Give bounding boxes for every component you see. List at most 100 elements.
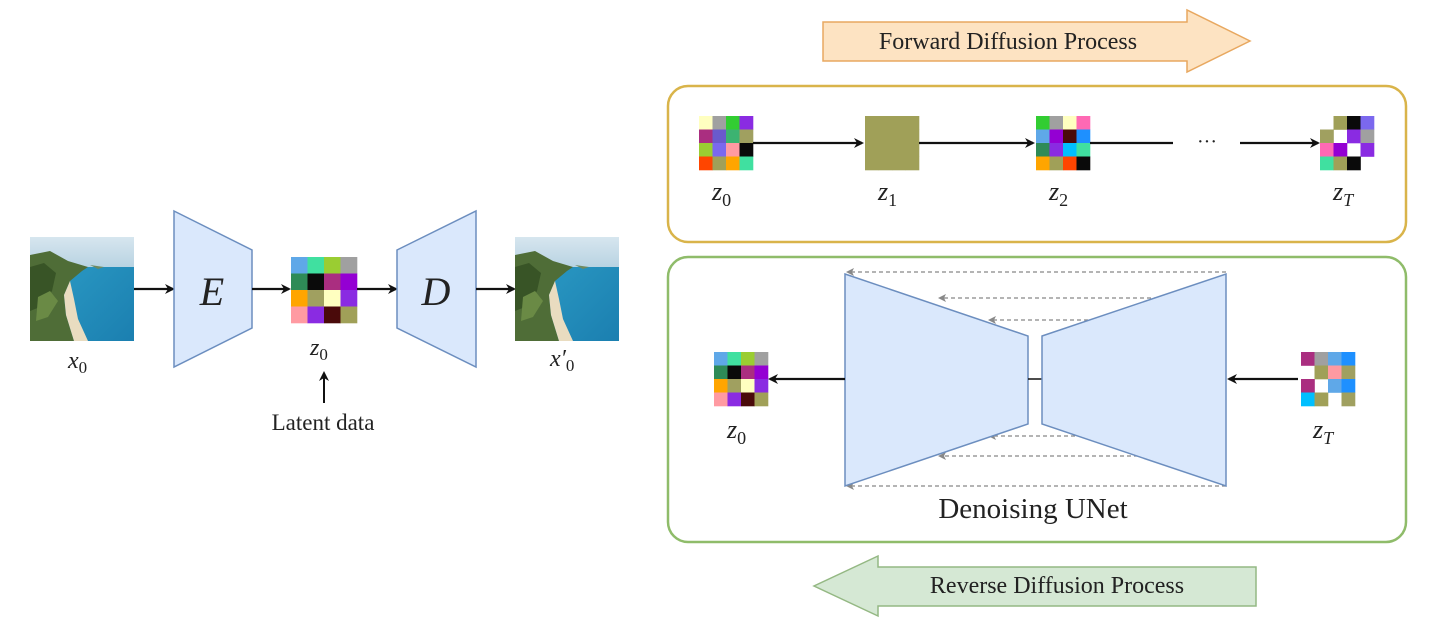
latent-cell xyxy=(307,273,325,291)
reverse-process-box xyxy=(666,255,1408,544)
reverse-process-label: Reverse Diffusion Process xyxy=(930,573,1184,599)
unet-encoder-half xyxy=(844,272,1029,488)
latent-cell xyxy=(1076,156,1091,171)
latent-cell xyxy=(739,156,754,171)
forward-grid-z0 xyxy=(699,116,754,171)
latent-cell xyxy=(878,156,893,171)
latent-cell xyxy=(1036,116,1050,130)
latent-cell xyxy=(1360,116,1375,130)
forward-label-zT: zT xyxy=(1332,177,1355,210)
latent-cell xyxy=(878,116,893,130)
latent-cell xyxy=(712,156,727,171)
latent-cell xyxy=(1320,129,1334,144)
latent-cell xyxy=(1360,129,1375,144)
latent-cell xyxy=(1341,352,1356,366)
latent-cell xyxy=(741,352,755,366)
latent-cell xyxy=(726,129,740,144)
forward-process-arrow xyxy=(822,8,1252,74)
latent-cell xyxy=(714,365,728,380)
latent-cell xyxy=(1036,143,1050,157)
latent-cell xyxy=(1049,129,1064,144)
reverse-process-arrow xyxy=(812,554,1257,618)
latent-cell xyxy=(726,116,740,130)
unet-label: Denoising UNet xyxy=(938,493,1127,525)
output-label: x′0 xyxy=(549,346,574,375)
decoder-trapezoid xyxy=(396,209,477,369)
latent-cell xyxy=(1328,379,1342,393)
latent-cell xyxy=(712,116,727,130)
latent-cell xyxy=(714,392,728,407)
latent-cell xyxy=(865,143,879,157)
latent-cell xyxy=(754,379,769,393)
latent-cell xyxy=(741,379,755,393)
latent-cell xyxy=(892,129,906,144)
latent-cell xyxy=(714,379,728,393)
latent-cell xyxy=(307,290,325,307)
latent-cell xyxy=(1347,156,1361,171)
input-image xyxy=(30,237,134,341)
latent-cell xyxy=(1063,143,1077,157)
latent-cell xyxy=(726,143,740,157)
latent-label: z0 xyxy=(309,335,328,364)
latent-cell xyxy=(307,257,325,274)
unet-decoder-half xyxy=(1041,272,1227,488)
encoder-label: E xyxy=(199,269,224,314)
latent-cell xyxy=(878,143,893,157)
forward-process-label: Forward Diffusion Process xyxy=(879,29,1137,55)
latent-cell xyxy=(1036,156,1050,171)
latent-cell xyxy=(307,306,325,324)
reverse-label-z0: z0 xyxy=(726,415,746,448)
latent-cell xyxy=(1063,129,1077,144)
forward-label-z1: z1 xyxy=(877,177,897,210)
reverse-label-zT: zT xyxy=(1312,415,1335,448)
latent-cell xyxy=(1063,156,1077,171)
latent-cell xyxy=(1320,143,1334,157)
forward-grid-zT xyxy=(1320,116,1375,171)
latent-cell xyxy=(1036,129,1050,144)
latent-cell xyxy=(1076,129,1091,144)
latent-cell xyxy=(1301,392,1315,407)
latent-cell xyxy=(1320,156,1334,171)
latent-cell xyxy=(727,392,742,407)
latent-cell xyxy=(727,379,742,393)
latent-cell xyxy=(1049,156,1064,171)
latent-cell xyxy=(291,306,308,324)
latent-cell xyxy=(1328,352,1342,366)
forward-process-box xyxy=(666,84,1408,244)
latent-cell xyxy=(1076,116,1091,130)
latent-cell xyxy=(714,352,728,366)
latent-cell xyxy=(340,290,358,307)
input-label: x0 xyxy=(67,348,87,377)
latent-cell xyxy=(1314,365,1329,380)
latent-cell xyxy=(741,365,755,380)
latent-cell xyxy=(291,273,308,291)
forward-grid-z2 xyxy=(1036,116,1091,171)
latent-cell xyxy=(865,116,879,130)
latent-cell xyxy=(1301,352,1315,366)
latent-cell xyxy=(739,143,754,157)
latent-cell xyxy=(1333,143,1348,157)
latent-cell xyxy=(324,257,341,274)
latent-cell xyxy=(1314,392,1329,407)
decoder-label: D xyxy=(421,269,451,314)
latent-cell xyxy=(340,273,358,291)
forward-diffusion-section: Forward Diffusion Process ··· z0 z1 z2 z… xyxy=(666,8,1408,244)
latent-cell xyxy=(340,306,358,324)
latent-cell xyxy=(712,129,727,144)
forward-label-z2: z2 xyxy=(1048,177,1068,210)
latent-grid-main xyxy=(291,257,358,324)
latent-cell xyxy=(739,129,754,144)
latent-cell xyxy=(1049,116,1064,130)
latent-cell xyxy=(754,392,769,407)
latent-cell xyxy=(291,290,308,307)
latent-cell xyxy=(324,290,341,307)
latent-cell xyxy=(340,257,358,274)
autoencoder-section: x0 E z0 Latent data D x′0 xyxy=(30,209,619,435)
latent-cell xyxy=(1076,143,1091,157)
latent-cell xyxy=(892,143,906,157)
latent-cell xyxy=(1328,365,1342,380)
latent-cell xyxy=(1063,116,1077,130)
latent-cell xyxy=(905,129,920,144)
latent-cell xyxy=(1333,116,1348,130)
latent-cell xyxy=(741,392,755,407)
